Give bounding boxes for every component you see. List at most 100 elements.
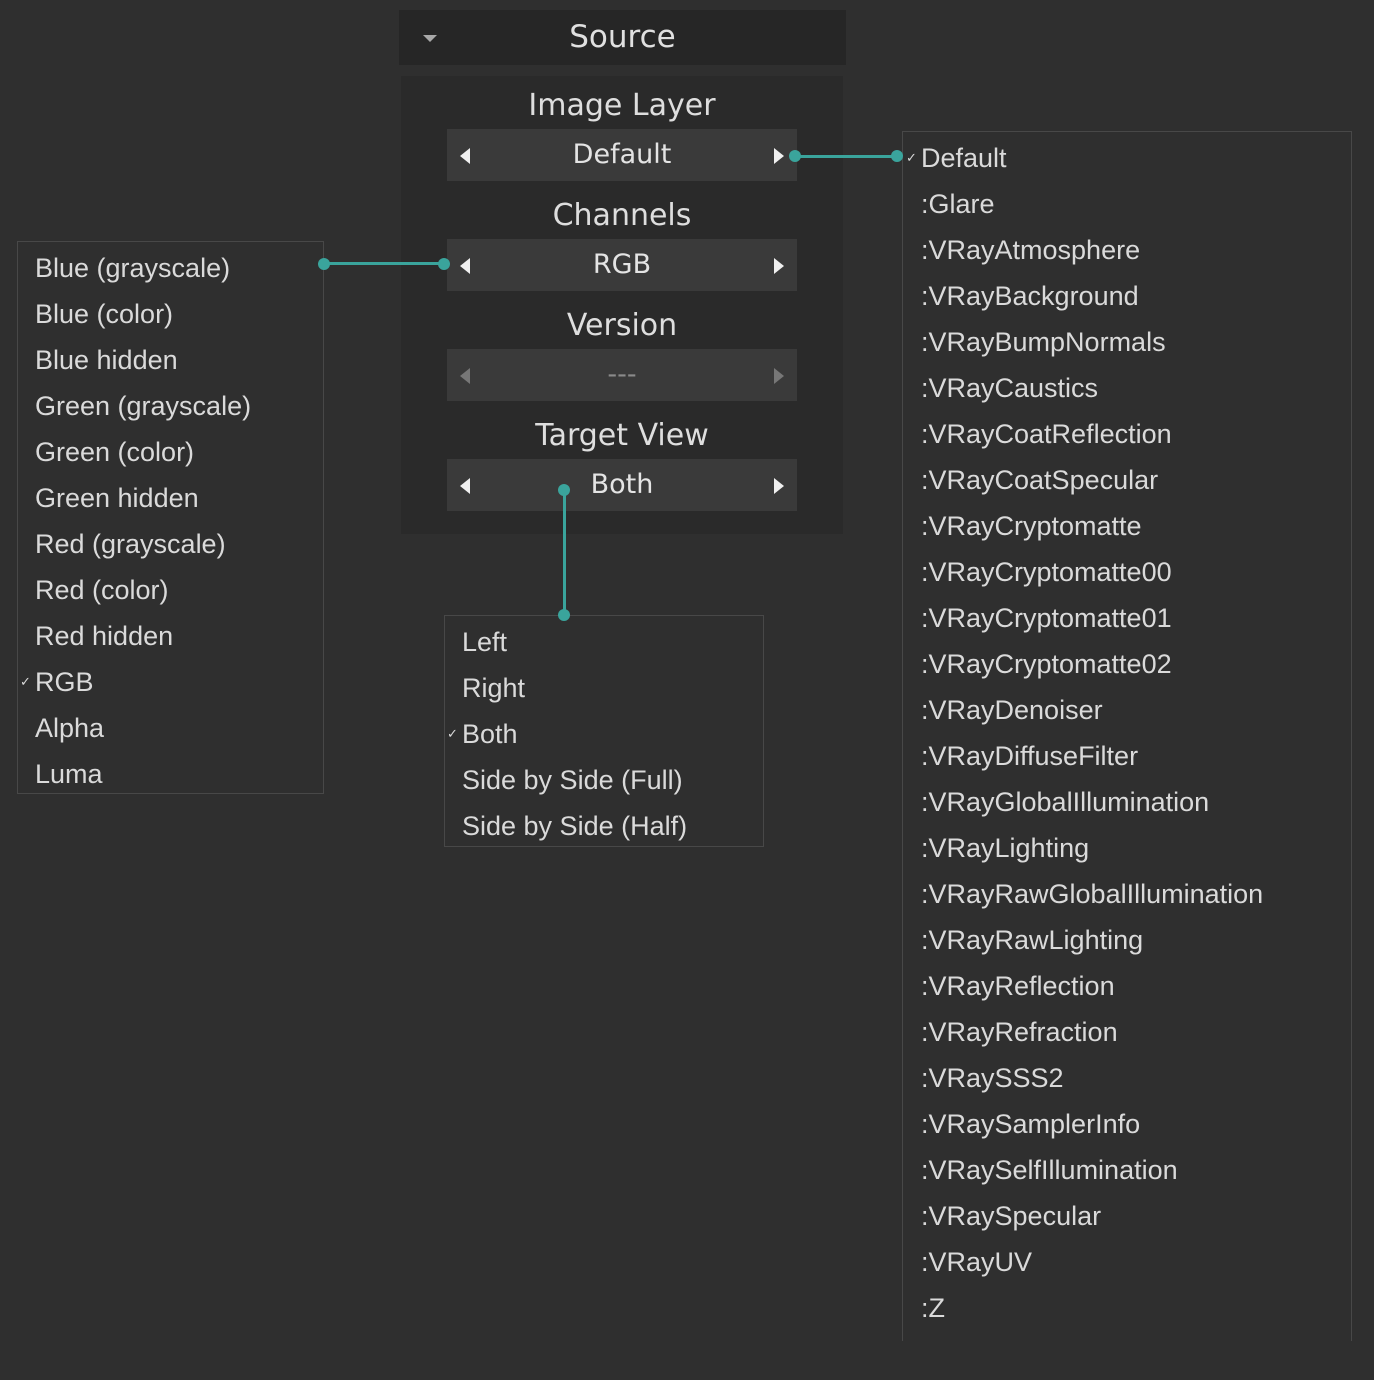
- list-item[interactable]: :VRaySpecular: [903, 1193, 1351, 1239]
- image-layer-dropdown: ✓Default:Glare:VRayAtmosphere:VRayBackgr…: [902, 131, 1352, 1341]
- list-item[interactable]: Green hidden: [18, 475, 323, 521]
- list-item[interactable]: Blue hidden: [18, 337, 323, 383]
- list-item-label: Alpha: [35, 713, 105, 743]
- list-item-label: :VRayCoatReflection: [921, 419, 1172, 449]
- list-item[interactable]: :VRayCoatReflection: [903, 411, 1351, 457]
- list-item-label: Blue (color): [35, 299, 174, 329]
- list-item[interactable]: :VRayGlobalIllumination: [903, 779, 1351, 825]
- list-item[interactable]: :Glare: [903, 181, 1351, 227]
- list-item-label: :VRayRawLighting: [921, 925, 1144, 955]
- list-item[interactable]: :VRayCaustics: [903, 365, 1351, 411]
- list-item[interactable]: Red hidden: [18, 613, 323, 659]
- list-item-label: Both: [462, 719, 518, 749]
- version-selector[interactable]: ---: [447, 349, 797, 401]
- arrow-right-icon[interactable]: [774, 478, 784, 494]
- connector-line: [563, 490, 566, 615]
- version-value: ---: [607, 359, 637, 390]
- list-item[interactable]: :VRayCryptomatte: [903, 503, 1351, 549]
- list-item[interactable]: Blue (color): [18, 291, 323, 337]
- target-view-selector[interactable]: Both: [447, 459, 797, 511]
- list-item[interactable]: :VRayCryptomatte02: [903, 641, 1351, 687]
- source-title: Source: [569, 19, 676, 55]
- list-item-label: :VRaySSS2: [921, 1063, 1064, 1093]
- list-item-label: :VRayCryptomatte00: [921, 557, 1172, 587]
- list-item[interactable]: :VRayDiffuseFilter: [903, 733, 1351, 779]
- arrow-left-icon[interactable]: [460, 148, 470, 164]
- list-item-label: :VRayLighting: [921, 833, 1090, 863]
- list-item[interactable]: :VRayLighting: [903, 825, 1351, 871]
- list-item[interactable]: :VRayCryptomatte00: [903, 549, 1351, 595]
- connector-dot: [558, 484, 570, 496]
- list-item-label: Green hidden: [35, 483, 199, 513]
- list-item-label: :Z: [921, 1293, 945, 1323]
- list-item-label: :VRayCoatSpecular: [921, 465, 1159, 495]
- connector-line: [324, 262, 444, 265]
- list-item-label: :VRaySelfIllumination: [921, 1155, 1178, 1185]
- list-item[interactable]: ✓RGB: [18, 659, 323, 705]
- list-item[interactable]: Blue (grayscale): [18, 245, 323, 291]
- version-label: Version: [566, 308, 678, 343]
- arrow-left-icon[interactable]: [460, 478, 470, 494]
- list-item-label: Blue (grayscale): [35, 253, 231, 283]
- channels-value: RGB: [592, 249, 652, 280]
- list-item[interactable]: :VRayBumpNormals: [903, 319, 1351, 365]
- list-item[interactable]: :VRaySSS2: [903, 1055, 1351, 1101]
- list-item-label: :VRaySpecular: [921, 1201, 1102, 1231]
- arrow-left-icon[interactable]: [460, 258, 470, 274]
- list-item[interactable]: Luma: [18, 751, 323, 797]
- list-item-label: :VRayUV: [921, 1247, 1033, 1277]
- arrow-left-icon[interactable]: [460, 368, 470, 384]
- list-item-label: Red (grayscale): [35, 529, 226, 559]
- list-item[interactable]: ✓Both: [445, 711, 763, 757]
- list-item[interactable]: Right: [445, 665, 763, 711]
- image-layer-selector[interactable]: Default: [447, 129, 797, 181]
- list-item-label: Blue hidden: [35, 345, 178, 375]
- list-item[interactable]: :VRayRefraction: [903, 1009, 1351, 1055]
- list-item[interactable]: :VRayReflection: [903, 963, 1351, 1009]
- list-item[interactable]: Red (grayscale): [18, 521, 323, 567]
- source-section-header[interactable]: Source: [399, 10, 846, 65]
- list-item[interactable]: :VRayRawGlobalIllumination: [903, 871, 1351, 917]
- list-item[interactable]: Red (color): [18, 567, 323, 613]
- list-item[interactable]: :VRayDenoiser: [903, 687, 1351, 733]
- list-item[interactable]: Side by Side (Half): [445, 803, 763, 849]
- list-item[interactable]: Green (color): [18, 429, 323, 475]
- connector-dot: [891, 150, 903, 162]
- list-item[interactable]: :VRayCoatSpecular: [903, 457, 1351, 503]
- target-view-label: Target View: [535, 418, 709, 453]
- list-item-label: :VRayRefraction: [921, 1017, 1118, 1047]
- list-item[interactable]: :VRayRawLighting: [903, 917, 1351, 963]
- list-item[interactable]: Green (grayscale): [18, 383, 323, 429]
- chevron-down-icon[interactable]: [423, 35, 437, 42]
- list-item-label: Red (color): [35, 575, 169, 605]
- list-item[interactable]: Left: [445, 619, 763, 665]
- list-item-label: Green (color): [35, 437, 195, 467]
- list-item-label: Red hidden: [35, 621, 174, 651]
- list-item[interactable]: :VRayAtmosphere: [903, 227, 1351, 273]
- channels-selector[interactable]: RGB: [447, 239, 797, 291]
- connector-dot: [558, 609, 570, 621]
- list-item[interactable]: :VRayCryptomatte01: [903, 595, 1351, 641]
- list-item[interactable]: :VRayUV: [903, 1239, 1351, 1285]
- list-item[interactable]: ✓Default: [903, 135, 1351, 181]
- connector-dot: [438, 258, 450, 270]
- arrow-right-icon[interactable]: [774, 368, 784, 384]
- list-item[interactable]: :VRaySamplerInfo: [903, 1101, 1351, 1147]
- list-item[interactable]: :VRayBackground: [903, 273, 1351, 319]
- connector-dot: [318, 258, 330, 270]
- check-icon: ✓: [20, 674, 31, 689]
- list-item[interactable]: :Z: [903, 1285, 1351, 1331]
- image-layer-value: Default: [572, 139, 672, 170]
- list-item[interactable]: :VRaySelfIllumination: [903, 1147, 1351, 1193]
- arrow-right-icon[interactable]: [774, 258, 784, 274]
- list-item[interactable]: Side by Side (Full): [445, 757, 763, 803]
- list-item-label: Luma: [35, 759, 103, 789]
- list-item-label: Green (grayscale): [35, 391, 252, 421]
- arrow-right-icon[interactable]: [774, 148, 784, 164]
- list-item[interactable]: Alpha: [18, 705, 323, 751]
- list-item-label: Side by Side (Half): [462, 811, 688, 841]
- list-item-label: Left: [462, 627, 508, 657]
- list-item-label: :VRayBumpNormals: [921, 327, 1166, 357]
